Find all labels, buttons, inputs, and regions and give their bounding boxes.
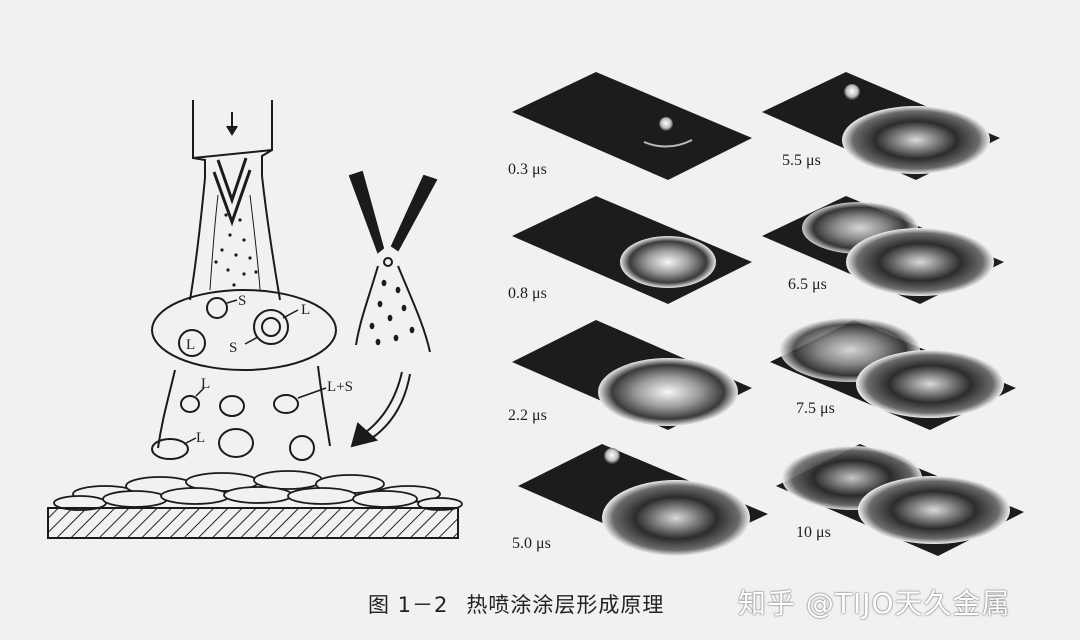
label-liquid-lower: L xyxy=(201,376,210,392)
time-label-7-5us: 7.5 μs xyxy=(796,400,835,417)
time-label-2-2us: 2.2 μs xyxy=(508,407,547,424)
coating-lamellae xyxy=(54,471,462,510)
time-label-0-3us: 0.3 μs xyxy=(508,161,547,178)
label-solid-top: S xyxy=(238,293,246,309)
label-liquid-solid: L+S xyxy=(327,379,353,395)
second-nozzle xyxy=(350,172,436,352)
frame-0-3us xyxy=(512,72,752,180)
time-label-5-0us: 5.0 μs xyxy=(512,535,551,552)
time-label-6-5us: 6.5 μs xyxy=(788,276,827,293)
label-solid-core: S xyxy=(229,340,237,356)
frame-0-8us xyxy=(512,196,752,304)
label-liquid-top: L xyxy=(301,302,310,318)
time-label-10us: 10 μs xyxy=(796,524,831,541)
spray-gun-nozzle xyxy=(193,100,272,222)
frame-2-2us xyxy=(512,320,752,430)
frame-5-0us xyxy=(518,444,768,556)
label-liquid-circle: L xyxy=(186,337,195,353)
watermark: 知乎 @TIJO天久金属 xyxy=(738,582,1011,622)
figure-caption: 图 1－2 热喷涂涂层形成原理 xyxy=(368,589,664,619)
time-label-0-8us: 0.8 μs xyxy=(508,285,547,302)
jet-particles xyxy=(214,213,257,286)
figure-title: 热喷涂涂层形成原理 xyxy=(466,589,664,619)
label-liquid-bottom: L xyxy=(196,430,205,446)
lower-spray-cone xyxy=(152,366,330,460)
substrate xyxy=(48,508,458,538)
curved-arrow xyxy=(352,372,410,446)
figure-number: 图 1－2 xyxy=(368,589,448,619)
time-label-5-5us: 5.5 μs xyxy=(782,152,821,169)
